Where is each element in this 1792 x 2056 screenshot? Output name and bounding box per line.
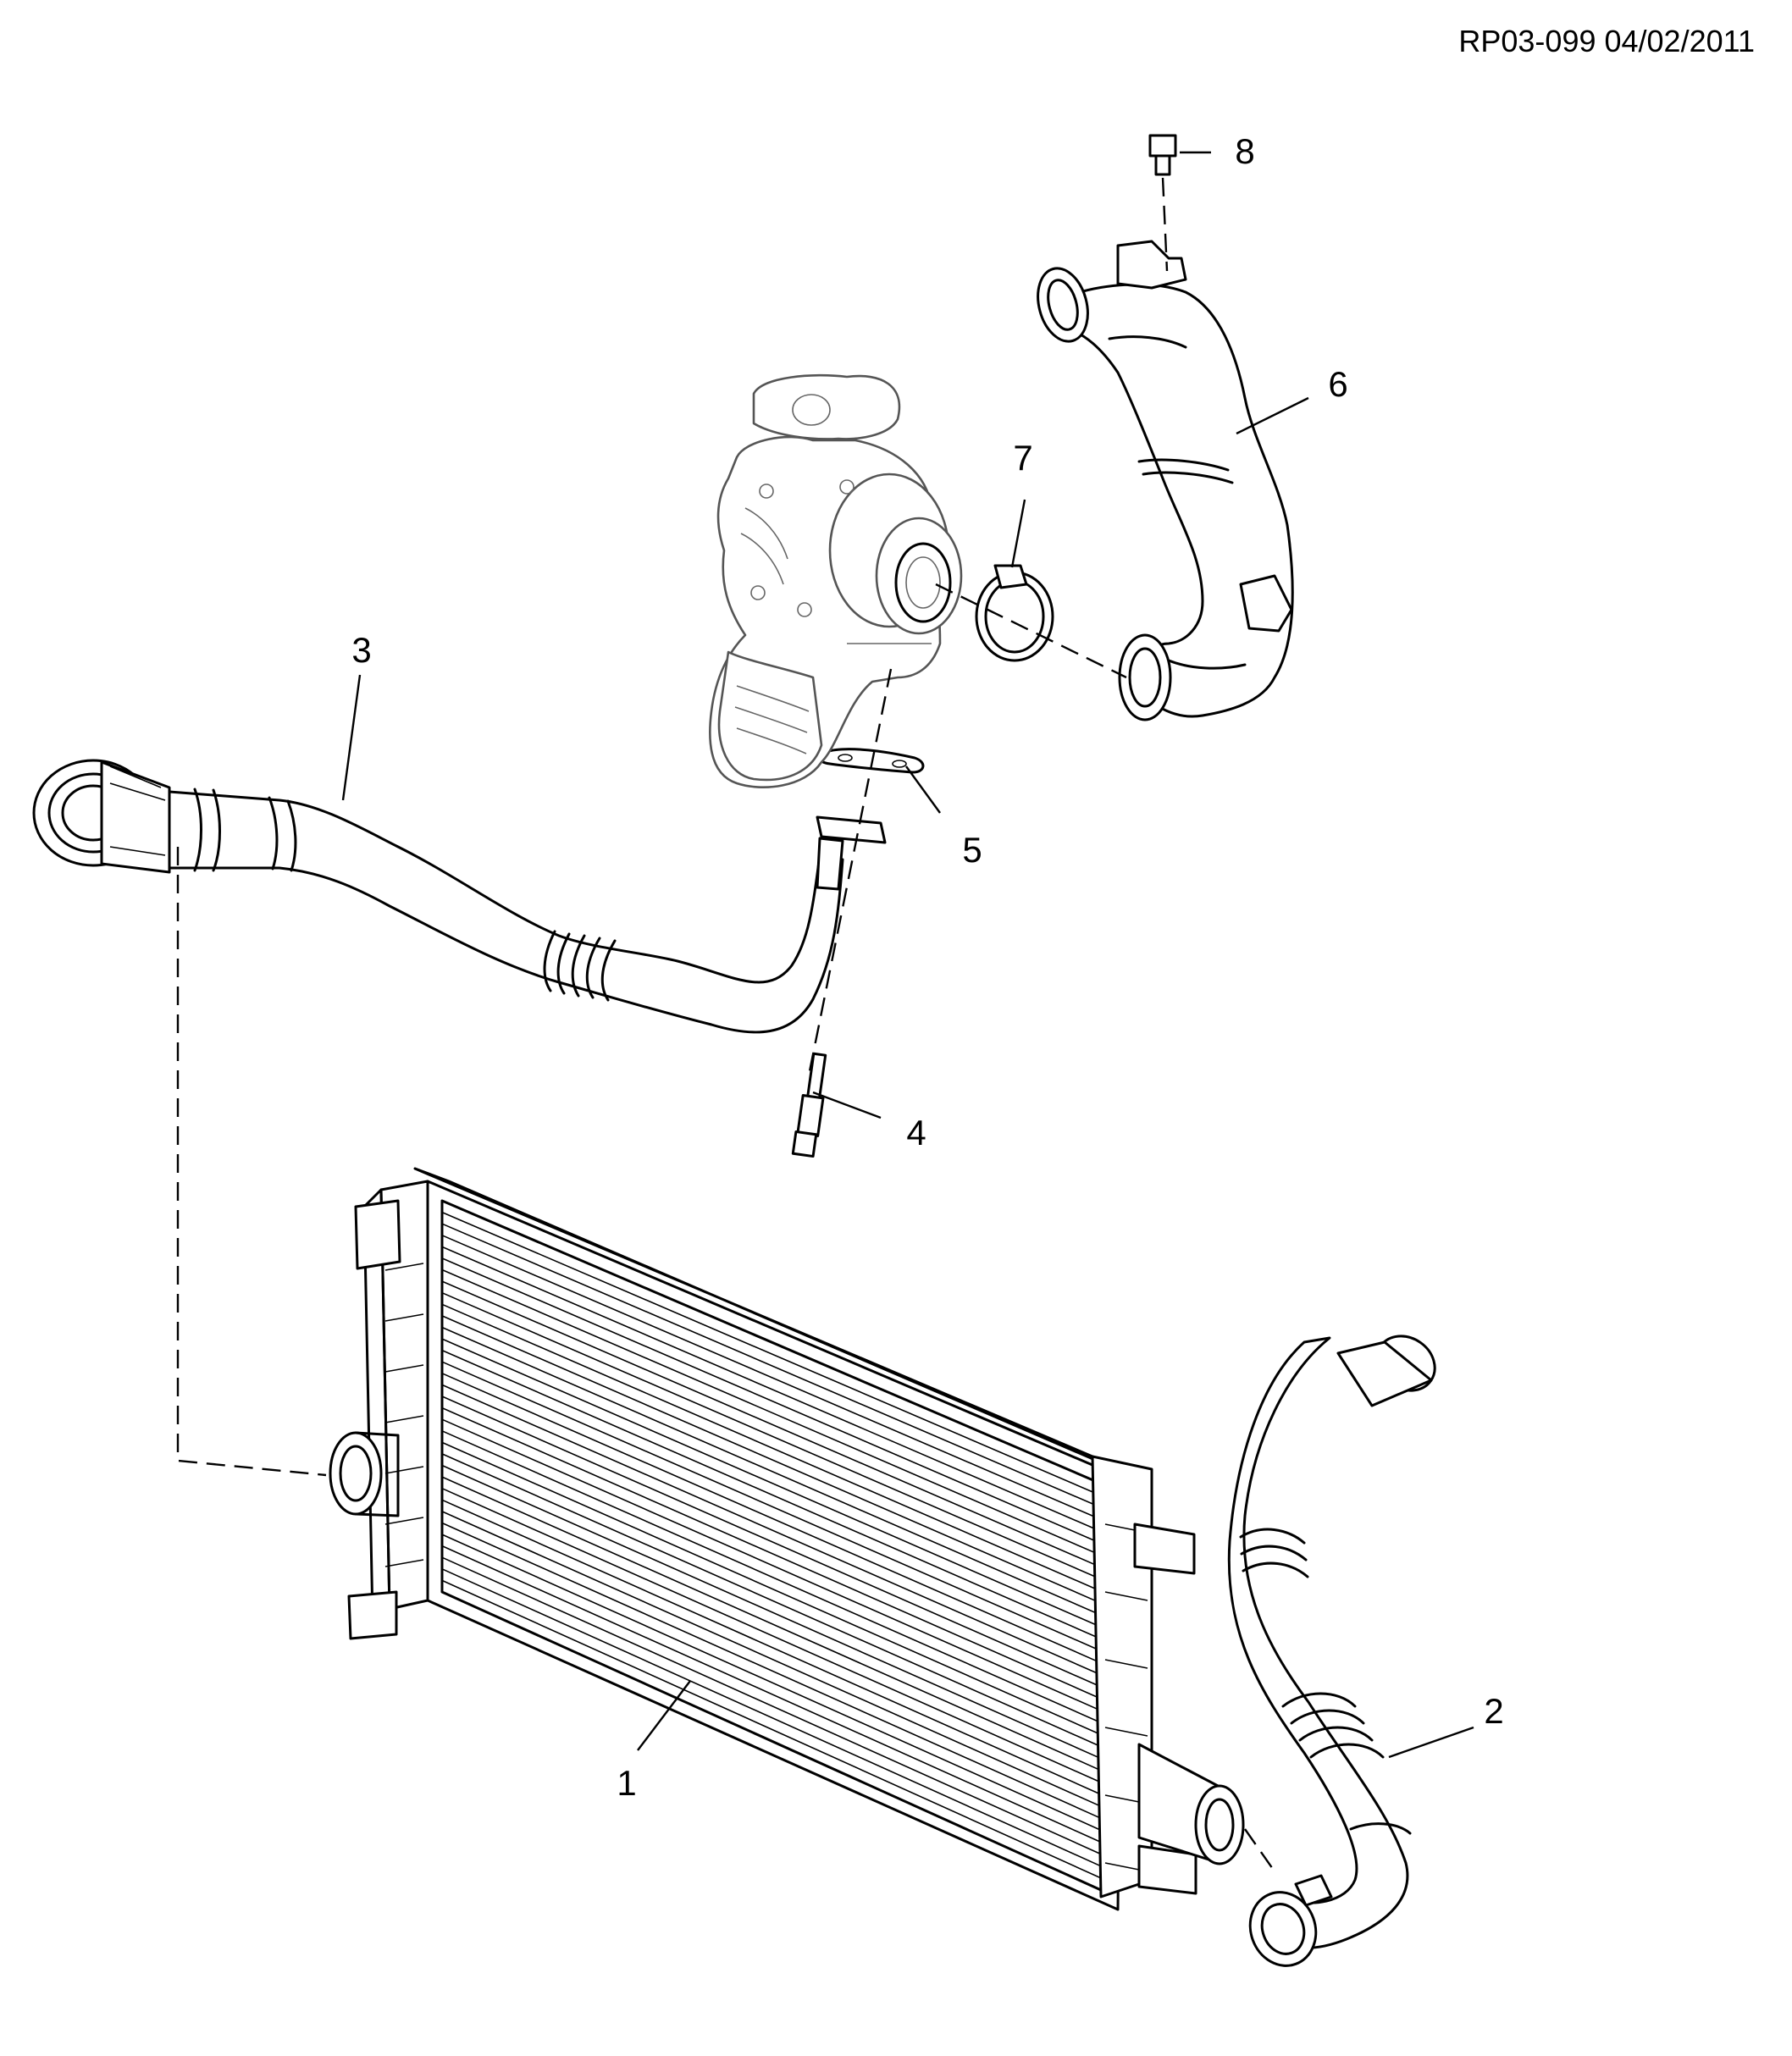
hose-clamp: [975, 564, 1054, 662]
callout-1: 1: [617, 1763, 636, 1803]
callout-8: 8: [1235, 131, 1254, 171]
assembly-lines: [176, 177, 1275, 1872]
flange-bolt: [1148, 134, 1177, 176]
callout-6: 6: [1328, 364, 1347, 404]
callout-7: 7: [1013, 438, 1032, 478]
stud-bolt: [791, 1052, 827, 1158]
turbo-outlet-hose: [1037, 240, 1294, 721]
callout-5: 5: [962, 830, 982, 870]
intercooler-outlet-hose: [1227, 1335, 1436, 1967]
turbocharger-reference: [709, 373, 963, 788]
callout-3: 3: [351, 630, 371, 670]
leader-lines: [341, 151, 1474, 1759]
callout-numbers: 1 2 3 4 5 6 7 8: [351, 131, 1503, 1803]
diagram-reference-code: RP03-099 04/02/2011: [1458, 24, 1755, 58]
charge-air-pipe: [32, 759, 887, 1034]
gasket: [817, 748, 925, 774]
intercooler-fins: [441, 1211, 1102, 1879]
intercooler-core: [329, 1167, 1245, 1911]
callout-2: 2: [1484, 1691, 1503, 1731]
callout-4: 4: [906, 1113, 926, 1152]
